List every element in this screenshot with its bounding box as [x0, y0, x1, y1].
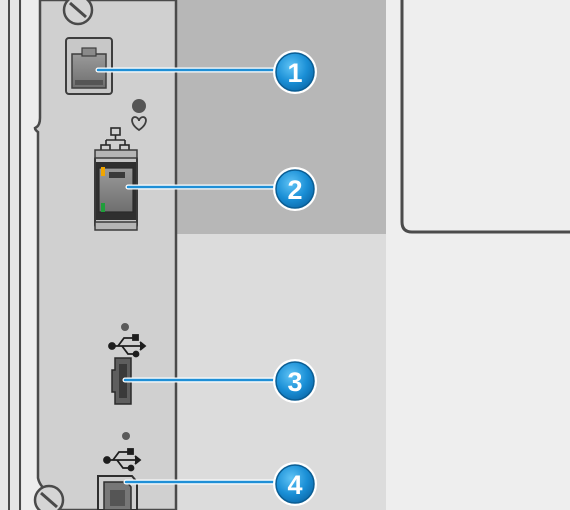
- callout-1: 1: [273, 50, 317, 94]
- link-led: [101, 167, 105, 176]
- callout-label: 3: [287, 367, 302, 397]
- callout-label: 2: [287, 175, 302, 205]
- leader-lines: [95, 67, 295, 485]
- usb-icon: [103, 448, 142, 472]
- screw-top: [62, 0, 94, 26]
- wake-led-icon: [131, 99, 147, 132]
- printer-body-right: [386, 0, 570, 510]
- usb-device-led: [122, 432, 130, 440]
- callout-label: 1: [287, 58, 302, 88]
- usb-host-led: [121, 323, 129, 331]
- door-outline: [400, 0, 570, 234]
- callout-label: 4: [287, 470, 302, 500]
- ethernet-port: [94, 149, 138, 231]
- chassis-rails: [0, 0, 22, 510]
- screw-bottom: [33, 484, 65, 510]
- fax-port: [65, 37, 113, 95]
- usb-icon: [108, 334, 147, 358]
- callout-2: 2: [273, 167, 317, 211]
- callout-3: 3: [273, 359, 317, 403]
- activity-led: [101, 203, 105, 212]
- callout-4: 4: [273, 462, 317, 506]
